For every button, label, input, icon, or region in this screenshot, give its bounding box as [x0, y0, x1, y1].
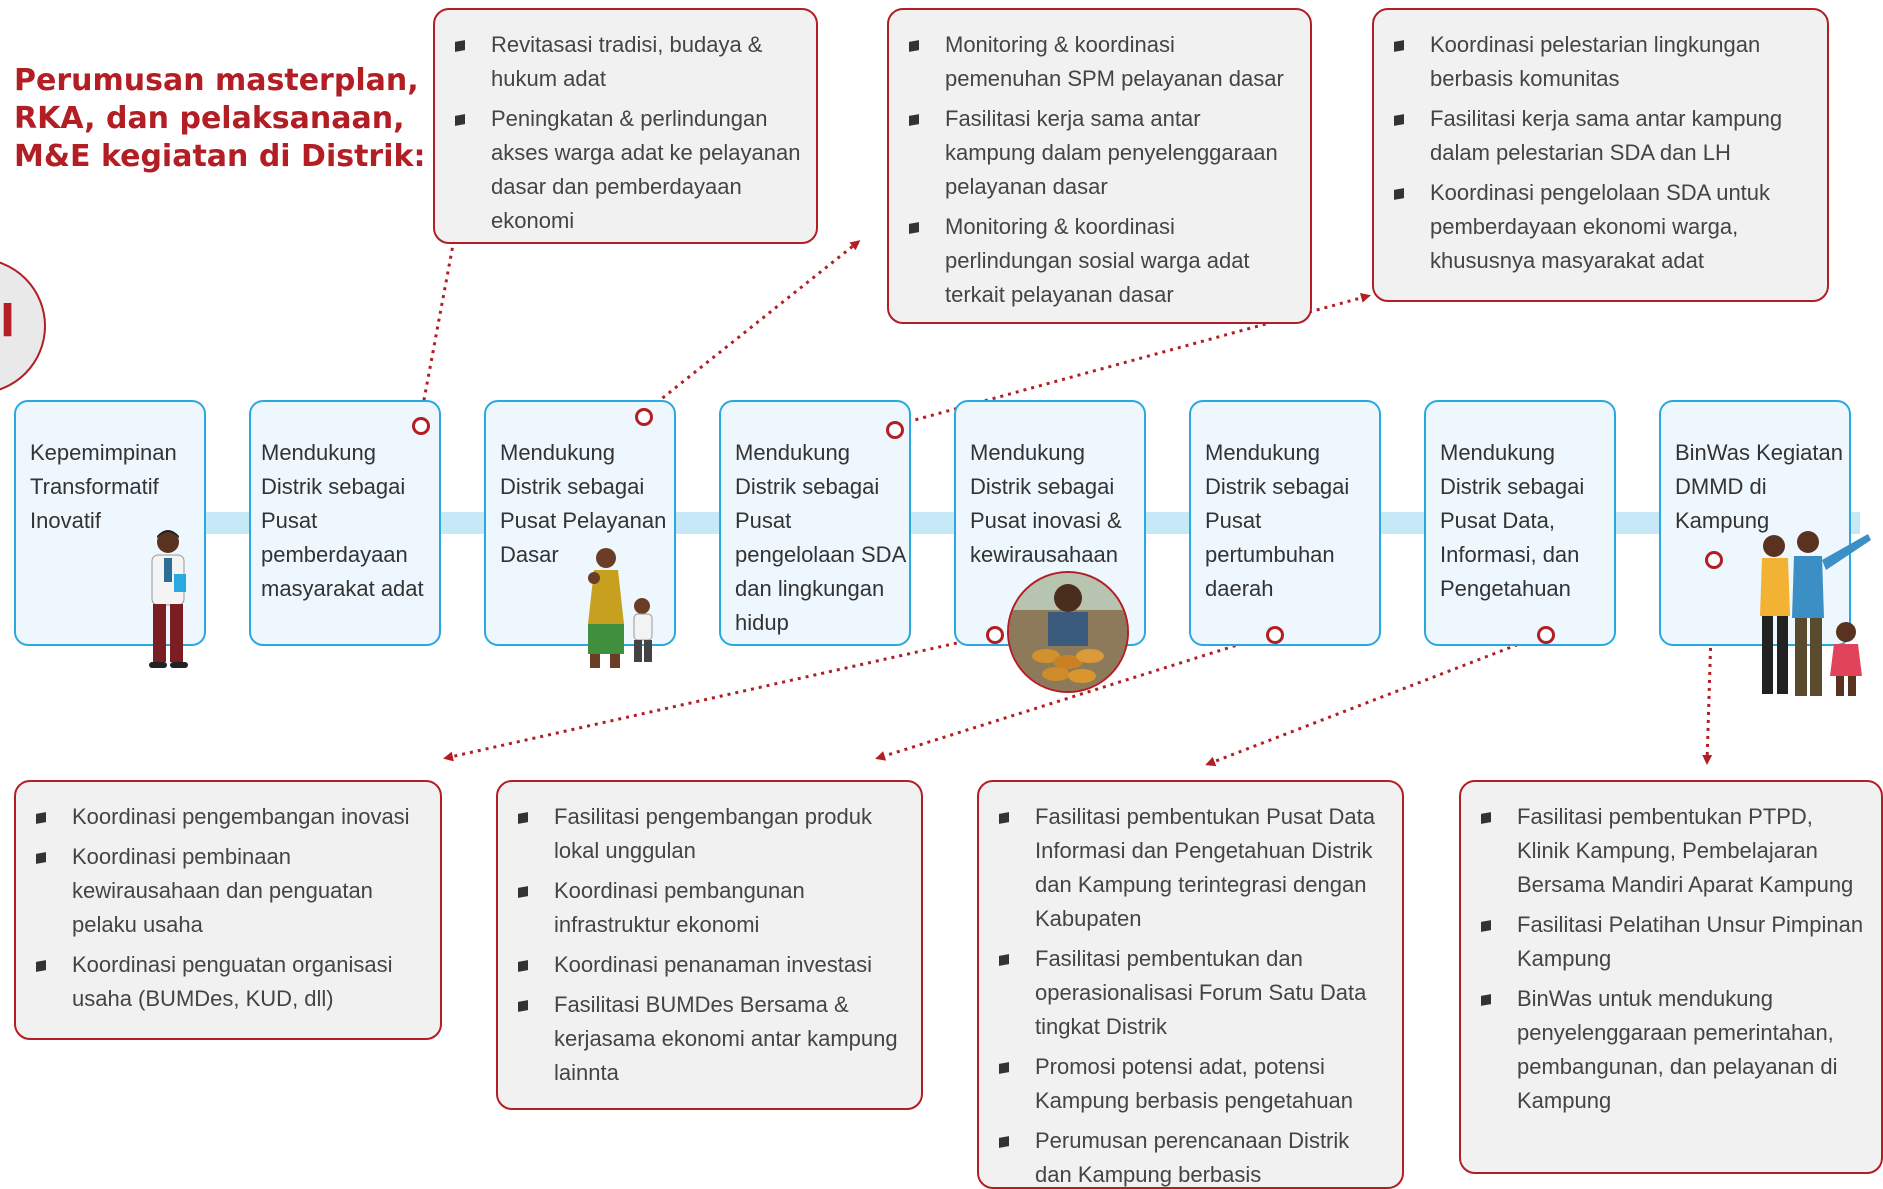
- stage-label-6: Mendukung Distrik sebagai Pusat pertumbu…: [1205, 440, 1350, 601]
- connector-dot-stage-2: [412, 417, 430, 435]
- info-box-top-3: Koordinasi pelestarian lingkungan berbas…: [1372, 8, 1829, 302]
- connector-dot-stage-4: [886, 421, 904, 439]
- info-box-bottom-4: Fasilitasi pembentukan PTPD, Klinik Kamp…: [1459, 780, 1883, 1174]
- list-item: Koordinasi pembangunan infrastruktur eko…: [512, 874, 907, 942]
- list-item: Fasilitasi kerja sama antar kampung dala…: [903, 102, 1296, 204]
- stage-box-1: Kepemimpinan Transformatif Inovatif: [14, 400, 206, 646]
- list-item: Fasilitasi BUMDes Bersama & kerjasama ek…: [512, 988, 907, 1090]
- list-item: Koordinasi penanaman investasi: [512, 948, 907, 982]
- connector-dot-stage-7: [1537, 626, 1555, 644]
- diagram-title: Perumusan masterplan, RKA, dan pelaksana…: [14, 63, 426, 174]
- mother-child-illustration: [588, 548, 653, 668]
- connector-dot-stage-3: [635, 408, 653, 426]
- list-item: Fasilitasi Pelatihan Unsur Pimpinan Kamp…: [1475, 908, 1867, 976]
- info-box-bottom-1: Koordinasi pengembangan inovasi Koordina…: [14, 780, 442, 1040]
- list-item: Promosi potensi adat, potensi Kampung be…: [993, 1050, 1388, 1118]
- list-item: Fasilitasi pembentukan PTPD, Klinik Kamp…: [1475, 800, 1867, 902]
- list-item: Koordinasi pembinaan kewirausahaan dan p…: [30, 840, 426, 942]
- connector-bottom3: [1205, 634, 1541, 767]
- stage-label-2: Mendukung Distrik sebagai Pusat pemberda…: [261, 440, 424, 601]
- stage-label-7: Mendukung Distrik sebagai Pusat Data, In…: [1440, 440, 1585, 601]
- leader-illustration: [149, 530, 188, 668]
- list-item: BinWas untuk mendukung penyelenggaraan p…: [1475, 982, 1867, 1118]
- list-item: Koordinasi pengelolaan SDA untuk pemberd…: [1388, 176, 1813, 278]
- stage-box-6: Mendukung Distrik sebagai Pusat pertumbu…: [1189, 400, 1381, 646]
- stage-box-7: Mendukung Distrik sebagai Pusat Data, In…: [1424, 400, 1616, 646]
- list-item: Fasilitasi pengembangan produk lokal ung…: [512, 800, 907, 868]
- connector-top2: [649, 240, 861, 410]
- connector-dot-stage-6: [1266, 626, 1284, 644]
- family-illustration: [1760, 531, 1871, 696]
- connector-top1: [419, 215, 462, 417]
- info-box-top-1: Revitasasi tradisi, budaya & hukum adat …: [433, 8, 818, 244]
- stage-label-3: Mendukung Distrik sebagai Pusat Pelayana…: [500, 440, 667, 567]
- connector-bottom2: [875, 634, 1267, 761]
- list-item: Peningkatan & perlindungan akses warga a…: [449, 102, 802, 238]
- farmer-photo-circle: [1007, 571, 1129, 693]
- list-item: Monitoring & koordinasi perlindungan sos…: [903, 210, 1296, 312]
- list-item: Fasilitasi pembentukan dan operasionalis…: [993, 942, 1388, 1044]
- list-item: Revitasasi tradisi, budaya & hukum adat: [449, 28, 802, 96]
- connector-dot-stage-5: [986, 626, 1004, 644]
- stage-box-4: Mendukung Distrik sebagai Pusat pengelol…: [719, 400, 911, 646]
- list-item: Koordinasi penguatan organisasi usaha (B…: [30, 948, 426, 1016]
- info-box-bottom-3: Fasilitasi pembentukan Pusat Data Inform…: [977, 780, 1404, 1189]
- stage-label-5: Mendukung Distrik sebagai Pusat inovasi …: [970, 440, 1122, 567]
- stage-label-4: Mendukung Distrik sebagai Pusat pengelol…: [735, 440, 906, 635]
- connector-bottom1: [443, 634, 989, 762]
- stage-box-3: Mendukung Distrik sebagai Pusat Pelayana…: [484, 400, 676, 646]
- connector-dot-stage-8: [1705, 551, 1723, 569]
- list-item: Fasilitasi kerja sama antar kampung dala…: [1388, 102, 1813, 170]
- stage-label-1: Kepemimpinan Transformatif Inovatif: [30, 440, 177, 533]
- list-item: Perumusan perencanaan Distrik dan Kampun…: [993, 1124, 1388, 1187]
- stage-box-2: Mendukung Distrik sebagai Pusat pemberda…: [249, 400, 441, 646]
- list-item: Koordinasi pengembangan inovasi: [30, 800, 426, 834]
- list-item: Monitoring & koordinasi pemenuhan SPM pe…: [903, 28, 1296, 96]
- info-box-bottom-2: Fasilitasi pengembangan produk lokal ung…: [496, 780, 923, 1110]
- info-box-top-2: Monitoring & koordinasi pemenuhan SPM pe…: [887, 8, 1312, 324]
- list-item: Koordinasi pelestarian lingkungan berbas…: [1388, 28, 1813, 96]
- list-item: Fasilitasi pembentukan Pusat Data Inform…: [993, 800, 1388, 936]
- partial-circle-text: l: [0, 296, 16, 347]
- stage-label-8: BinWas Kegiatan DMMD di Kampung: [1675, 440, 1843, 533]
